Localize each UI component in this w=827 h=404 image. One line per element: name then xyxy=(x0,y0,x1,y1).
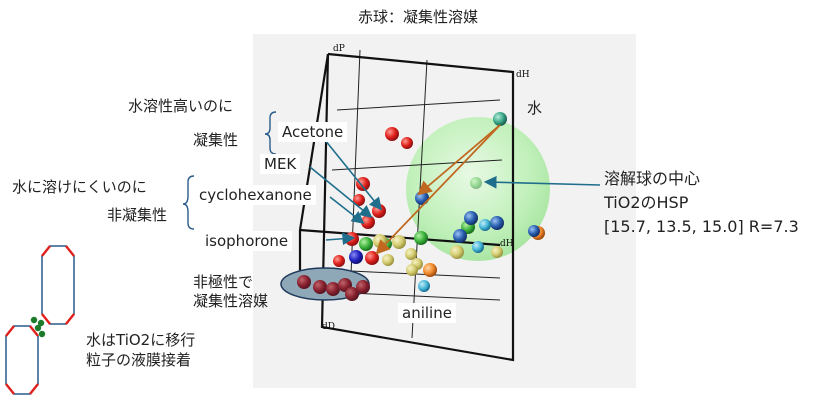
nonpolar-red-sphere xyxy=(345,287,359,301)
solvent-red-sphere xyxy=(356,177,370,191)
water-droplet xyxy=(38,330,46,338)
particle-upper xyxy=(41,245,75,325)
solvent-yellow-sphere xyxy=(491,246,503,258)
water-sphere xyxy=(493,112,507,126)
figure-title: 赤球：凝集性溶媒 xyxy=(358,8,479,26)
solvent-red-sphere xyxy=(353,194,365,206)
nonpolar-red-sphere xyxy=(297,275,311,289)
axis-dh-top-label: dH xyxy=(516,70,530,80)
particle-lower xyxy=(5,325,39,395)
solvent-navy-sphere xyxy=(349,250,363,264)
bracket-lower xyxy=(182,175,195,230)
solvent-blue-sphere xyxy=(528,225,540,237)
solvent-red-sphere xyxy=(361,215,375,229)
note-aggregating: 凝集性 xyxy=(193,131,239,149)
axis-dp-label: dP xyxy=(333,44,345,54)
solvent-orange-sphere xyxy=(423,263,437,277)
note-sphere-center: 溶解球の中心 xyxy=(604,169,701,188)
note-poorly-soluble: 水に溶けにくいのに xyxy=(12,178,147,196)
note-tio2-hsp: TiO2のHSP xyxy=(604,193,689,212)
brackets xyxy=(182,111,277,230)
axis-dd-label: dD xyxy=(322,322,335,332)
label-acetone: Acetone xyxy=(278,122,348,142)
label-cyclohexanone: cyclohexanone xyxy=(195,185,316,205)
nonpolar-red-sphere xyxy=(356,280,370,294)
nonpolar-red-sphere xyxy=(313,280,327,294)
water-droplet xyxy=(34,324,42,332)
solvent-yellow-sphere xyxy=(392,235,406,249)
label-mek: MEK xyxy=(260,154,301,174)
note-nonpolar-line1: 非極性で xyxy=(193,273,254,291)
solvent-yellow-sphere xyxy=(382,254,394,266)
solvent-cyan-sphere xyxy=(418,280,430,292)
label-isophorone: isophorone xyxy=(201,231,293,251)
solvent-red-sphere xyxy=(385,127,399,141)
note-water-transfer: 水はTiO2に移行 xyxy=(86,331,196,349)
solvent-red-sphere xyxy=(401,137,413,149)
solvent-blue-sphere xyxy=(490,216,504,230)
note-nonpolar-line2: 凝集性溶媒 xyxy=(193,292,269,310)
solvent-green-sphere xyxy=(414,231,428,245)
solvent-red-sphere xyxy=(333,255,345,267)
solvent-green-sphere xyxy=(359,237,373,251)
label-aniline: aniline xyxy=(398,303,456,323)
tio2-center-sphere xyxy=(470,177,482,189)
water-droplet xyxy=(37,319,45,327)
label-arrows xyxy=(309,139,601,246)
nonpolar-red-sphere xyxy=(326,282,340,296)
solvent-blue-sphere xyxy=(453,229,467,243)
solvent-red-sphere xyxy=(365,251,379,265)
solvent-yellow-sphere xyxy=(405,248,417,260)
water-droplet xyxy=(30,316,38,324)
solvent-cyan-sphere xyxy=(472,241,484,253)
bracket-upper xyxy=(264,111,277,155)
distance-arrows xyxy=(375,124,501,255)
particle-illustration xyxy=(5,245,75,395)
solvent-yellow-sphere xyxy=(450,245,464,259)
note-non-aggregating: 非凝集性 xyxy=(107,206,168,224)
label-water: 水 xyxy=(527,99,543,117)
solvent-blue-sphere xyxy=(464,211,478,225)
solvent-blue-sphere xyxy=(415,191,429,205)
note-liquid-bridge: 粒子の液膜接着 xyxy=(86,351,192,369)
note-water-soluble: 水溶性高いのに xyxy=(128,97,234,115)
note-hsp-values: [15.7, 13.5, 15.0] R=7.3 xyxy=(604,217,799,236)
solvent-yellow-sphere xyxy=(406,264,418,276)
axis-dh-label: dH xyxy=(500,239,514,249)
solvent-cyan-sphere xyxy=(479,219,491,231)
